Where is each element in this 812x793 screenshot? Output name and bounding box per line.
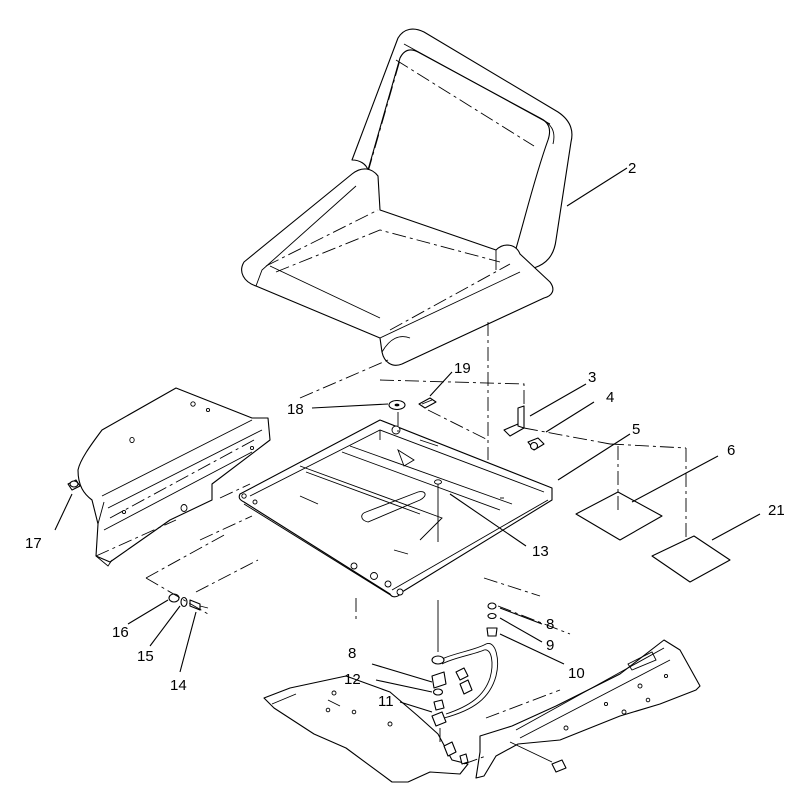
callout-19: 19 bbox=[454, 360, 471, 377]
nut-19 bbox=[418, 397, 437, 409]
callout-8-lower: 8 bbox=[348, 645, 356, 662]
callout-16: 16 bbox=[112, 624, 129, 641]
construction-lines bbox=[95, 322, 687, 765]
callout-15: 15 bbox=[137, 648, 154, 665]
callout-17: 17 bbox=[25, 535, 42, 552]
fastener-stack-14-16 bbox=[168, 593, 209, 611]
callout-6: 6 bbox=[727, 442, 735, 459]
hardware-8-9-10 bbox=[486, 602, 498, 637]
lower-right-plate bbox=[475, 639, 701, 779]
callout-4: 4 bbox=[606, 389, 614, 406]
pad-21 bbox=[651, 535, 731, 583]
callout-21: 21 bbox=[768, 502, 785, 519]
nut-17 bbox=[67, 479, 81, 491]
bracket-3 bbox=[503, 405, 525, 437]
seat bbox=[241, 28, 573, 366]
callout-10: 10 bbox=[568, 665, 585, 682]
seat-switch-harness bbox=[431, 600, 498, 727]
callout-14: 14 bbox=[170, 677, 187, 694]
callout-2: 2 bbox=[628, 160, 636, 177]
seat-base-frame bbox=[238, 419, 553, 598]
left-bracket bbox=[77, 387, 271, 567]
callout-12: 12 bbox=[344, 671, 361, 688]
pad-6 bbox=[575, 491, 663, 541]
callout-9: 9 bbox=[546, 637, 554, 654]
callout-3: 3 bbox=[588, 369, 596, 386]
callout-labels: 2 3 4 5 6 21 19 18 17 13 8 9 10 16 15 14… bbox=[25, 160, 785, 710]
callout-5: 5 bbox=[632, 421, 640, 438]
callout-8-right: 8 bbox=[546, 616, 554, 633]
lower-left-plate bbox=[263, 675, 469, 783]
callout-11: 11 bbox=[378, 693, 394, 710]
washer-18 bbox=[388, 399, 406, 411]
bolt-4 bbox=[527, 437, 545, 451]
callout-18: 18 bbox=[287, 401, 304, 418]
callout-13: 13 bbox=[532, 543, 549, 560]
leader-lines bbox=[54, 167, 761, 713]
